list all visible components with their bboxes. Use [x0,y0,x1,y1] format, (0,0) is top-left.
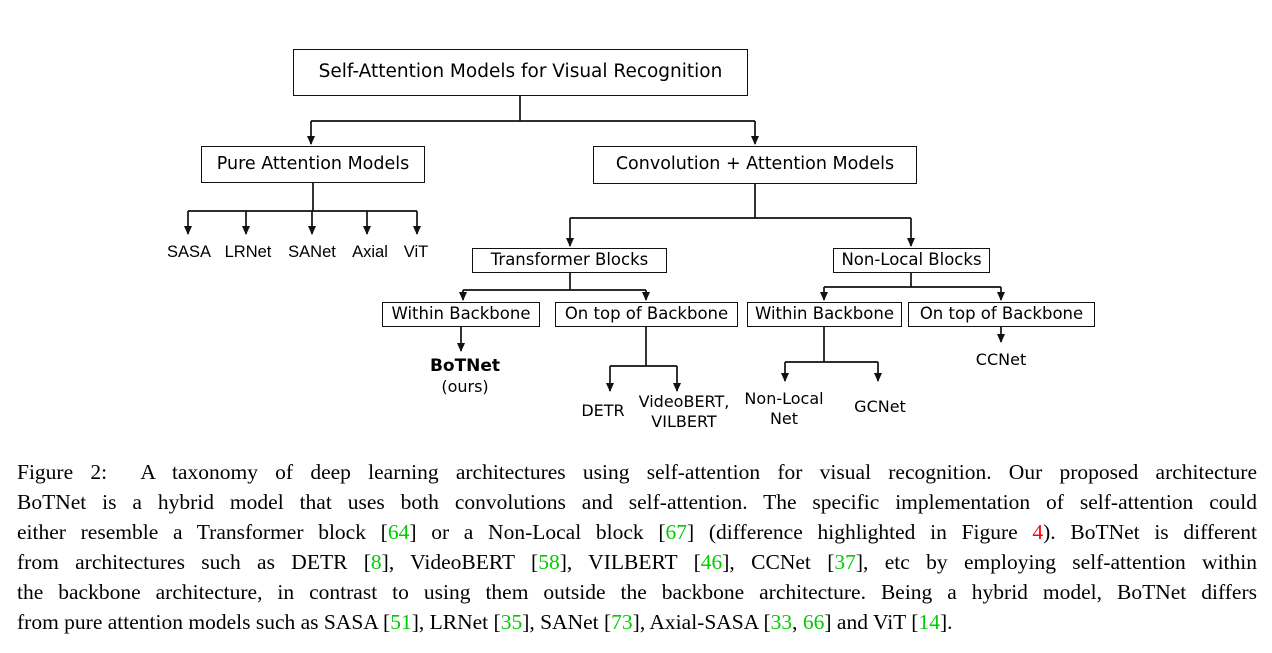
citation-number: 64 [387,520,410,544]
caption-text: BoTNet is a hybrid model that uses both … [17,490,1257,514]
node-root: Self-Attention Models for Visual Recogni… [293,49,748,96]
caption-line: from architectures such as DETR [8], Vid… [17,547,1257,577]
caption-text: ], VideoBERT [ [381,550,539,574]
node-within-backbone-transformer: Within Backbone [382,302,540,327]
caption-line: either resemble a Transformer block [64]… [17,517,1257,547]
caption-text: from pure attention models such as SASA … [17,610,391,634]
caption-text: ], LRNet [ [411,610,501,634]
citation-number: 58 [538,550,560,574]
leaf-axial: Axial [352,243,388,261]
caption-text: the backbone architecture, in contrast t… [17,580,1257,604]
node-convolution-attention-models: Convolution + Attention Models [593,146,917,184]
leaf-videobert-line2: VILBERT [651,412,717,431]
citation-number: 14 [918,610,940,634]
caption-text: either resemble a Transformer block [ [17,520,388,544]
leaf-sasa: SASA [166,243,212,261]
citation-number: 33 [770,610,793,634]
caption-text: ] and ViT [ [824,610,919,634]
citation-number: 73 [611,610,633,634]
citation-number: 66 [802,610,825,634]
citation-number: 8 [370,550,382,574]
node-on-top-of-backbone-transformer: On top of Backbone [555,302,738,327]
caption-text: ], SANet [ [522,610,612,634]
citation-number: 37 [834,550,856,574]
leaf-non-local-net: Non-Local Net [744,389,823,429]
leaf-botnet: BoTNet [429,356,501,376]
citation-number: 51 [390,610,412,634]
leaf-ccnet: CCNet [975,350,1027,369]
leaf-non-local-net-line1: Non-Local [744,389,824,408]
taxonomy-diagram: Self-Attention Models for Visual Recogni… [166,49,1095,432]
citation-number: 35 [500,610,523,634]
caption-text: from architectures such as DETR [ [17,550,371,574]
citation-number: 67 [665,520,688,544]
connector-lines [184,96,1005,392]
caption-line: BoTNet is a hybrid model that uses both … [17,487,1257,517]
caption-text: ]. [939,610,953,634]
node-within-backbone-nonlocal: Within Backbone [747,302,902,327]
node-transformer-blocks: Transformer Blocks [472,248,667,273]
figure-caption: Figure 2: A taxonomy of deep learning ar… [17,457,1257,637]
citation-number: 4 [1032,520,1044,544]
caption-text: ). BoTNet is different [1043,520,1257,544]
caption-text: , [792,610,803,634]
caption-text: ], CCNet [ [722,550,835,574]
leaf-botnet-ours: (ours) [441,377,489,396]
leaf-lrnet: LRNet [224,243,272,261]
caption-text: ] (difference highlighted in Figure [687,520,1033,544]
caption-text: ] or a Non-Local block [ [409,520,666,544]
leaf-gcnet: GCNet [854,397,906,416]
leaf-videobert-line1: VideoBERT, [638,392,730,411]
leaf-videobert-vilbert: VideoBERT, VILBERT [639,392,730,432]
caption-text: Figure 2: A taxonomy of deep learning ar… [17,460,1257,484]
caption-line: the backbone architecture, in contrast t… [17,577,1257,607]
citation-number: 46 [700,550,723,574]
node-non-local-blocks: Non-Local Blocks [833,248,990,273]
node-pure-attention-models: Pure Attention Models [201,146,425,183]
caption-line: from pure attention models such as SASA … [17,607,1257,637]
caption-text: ], Axial-SASA [ [632,610,771,634]
leaf-sanet: SANet [288,243,336,261]
caption-line: Figure 2: A taxonomy of deep learning ar… [17,457,1257,487]
leaf-non-local-net-line2: Net [769,409,799,428]
leaf-detr: DETR [581,401,625,420]
caption-text: ], VILBERT [ [559,550,701,574]
caption-text: ], etc by employing self-attention withi… [855,550,1258,574]
node-on-top-of-backbone-nonlocal: On top of Backbone [908,302,1095,327]
leaf-vit: ViT [403,243,429,261]
